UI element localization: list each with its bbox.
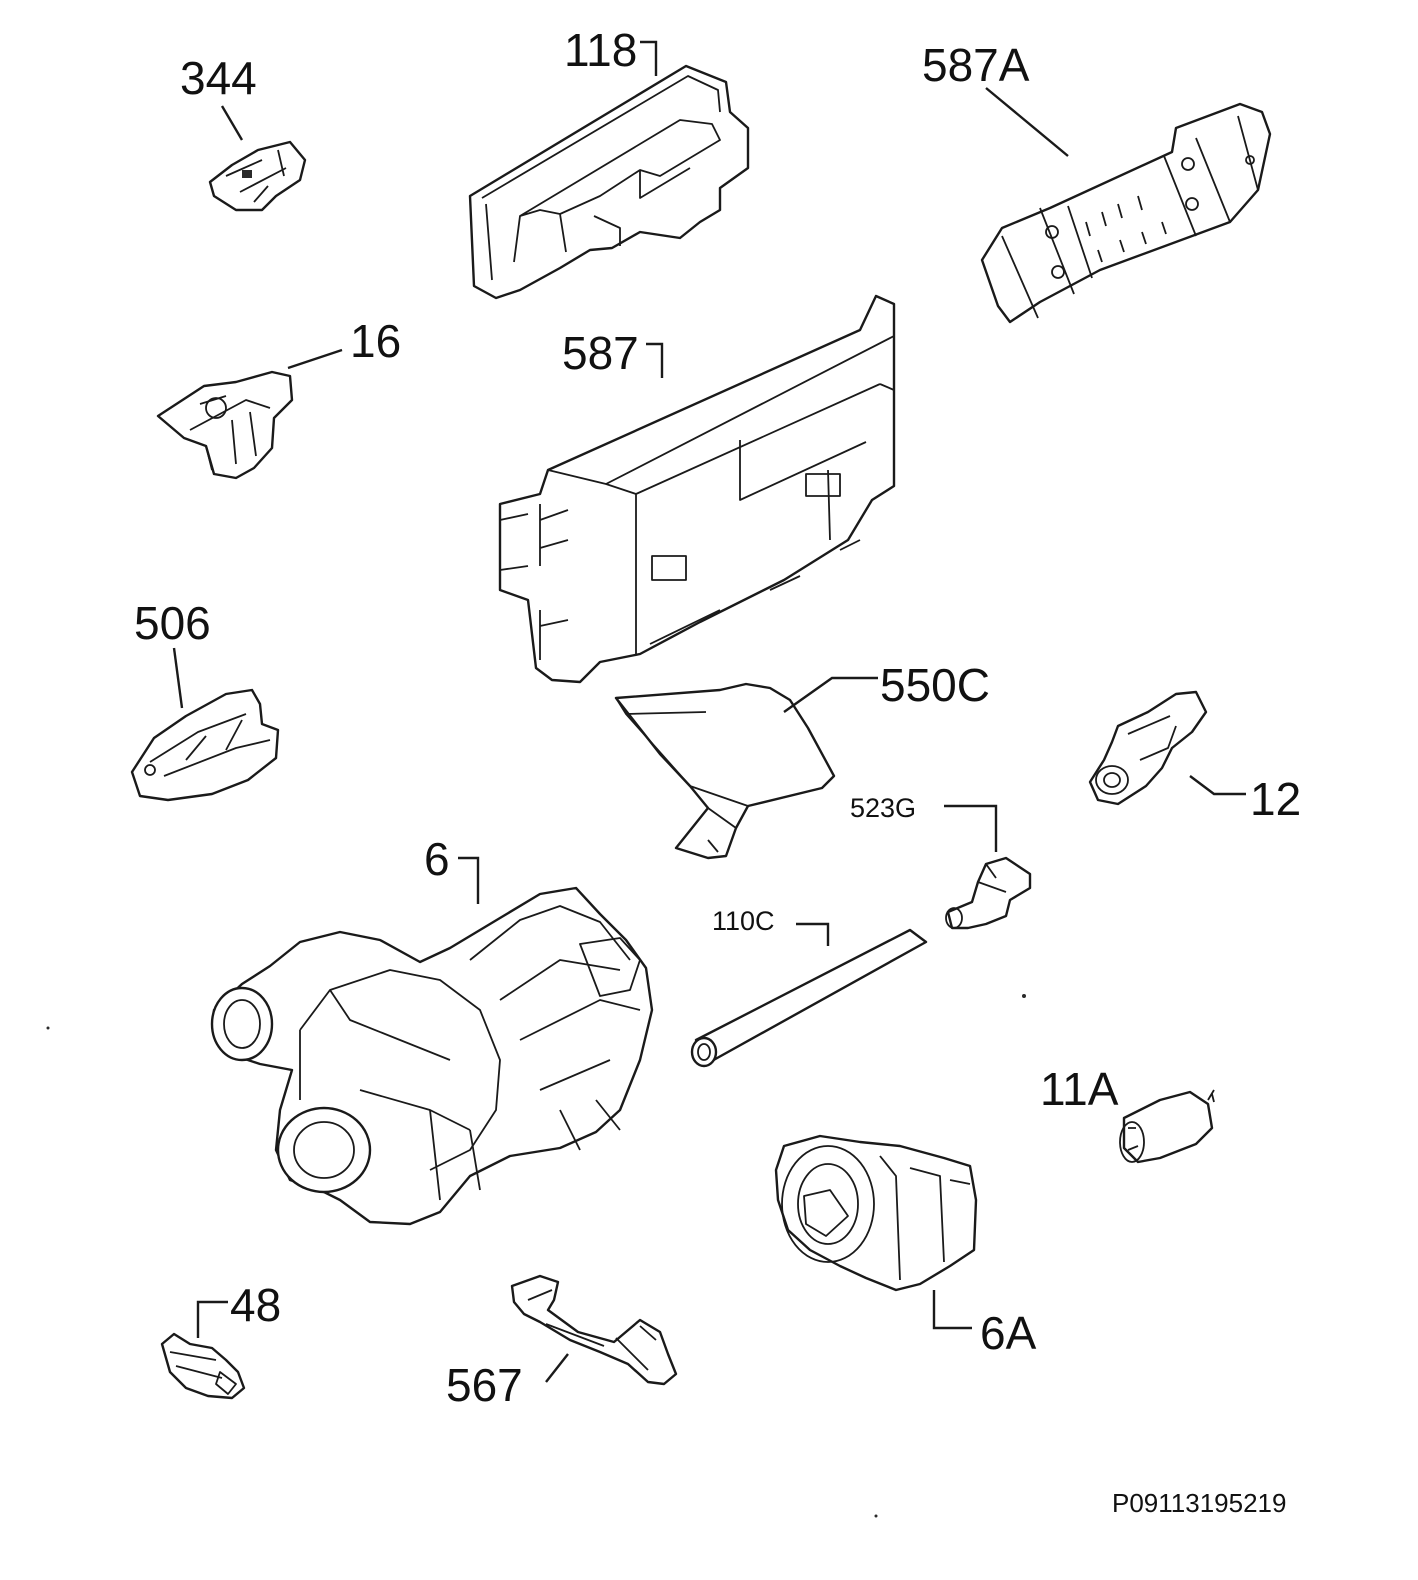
part-16-lock [156,348,343,480]
label-506: 506 [134,597,211,649]
part-6-pump [210,856,654,1226]
label-11A: 11A [1040,1063,1119,1115]
label-12: 12 [1250,773,1302,825]
label-550C: 550C [880,659,990,711]
part-12-valve [1088,690,1246,806]
label-110C: 110C [712,906,775,936]
part-506-latch [130,647,280,802]
part-550C-flap [614,676,878,860]
label-118: 118 [564,24,638,76]
label-567: 567 [446,1359,523,1411]
part-118-cover [468,40,750,300]
part-523G-connector [944,804,1032,930]
reference-code: P09113195219 [1112,1488,1287,1518]
part-587-module [498,294,896,684]
label-6: 6 [424,833,450,885]
label-344: 344 [180,52,257,104]
part-587A-board [980,87,1272,324]
part-110C-hose [690,922,928,1068]
label-587: 587 [562,327,639,379]
label-48: 48 [230,1279,282,1331]
part-11A-capacitor [1119,1089,1215,1164]
label-523G: 523G [850,793,917,823]
part-567-bracket [510,1274,678,1386]
part-48-switch [160,1300,246,1400]
label-6A: 6A [980,1307,1037,1359]
label-16: 16 [350,315,402,367]
label-587A: 587A [922,39,1030,91]
part-6A-drainpump [774,1134,978,1330]
part-344-switch [208,105,307,212]
